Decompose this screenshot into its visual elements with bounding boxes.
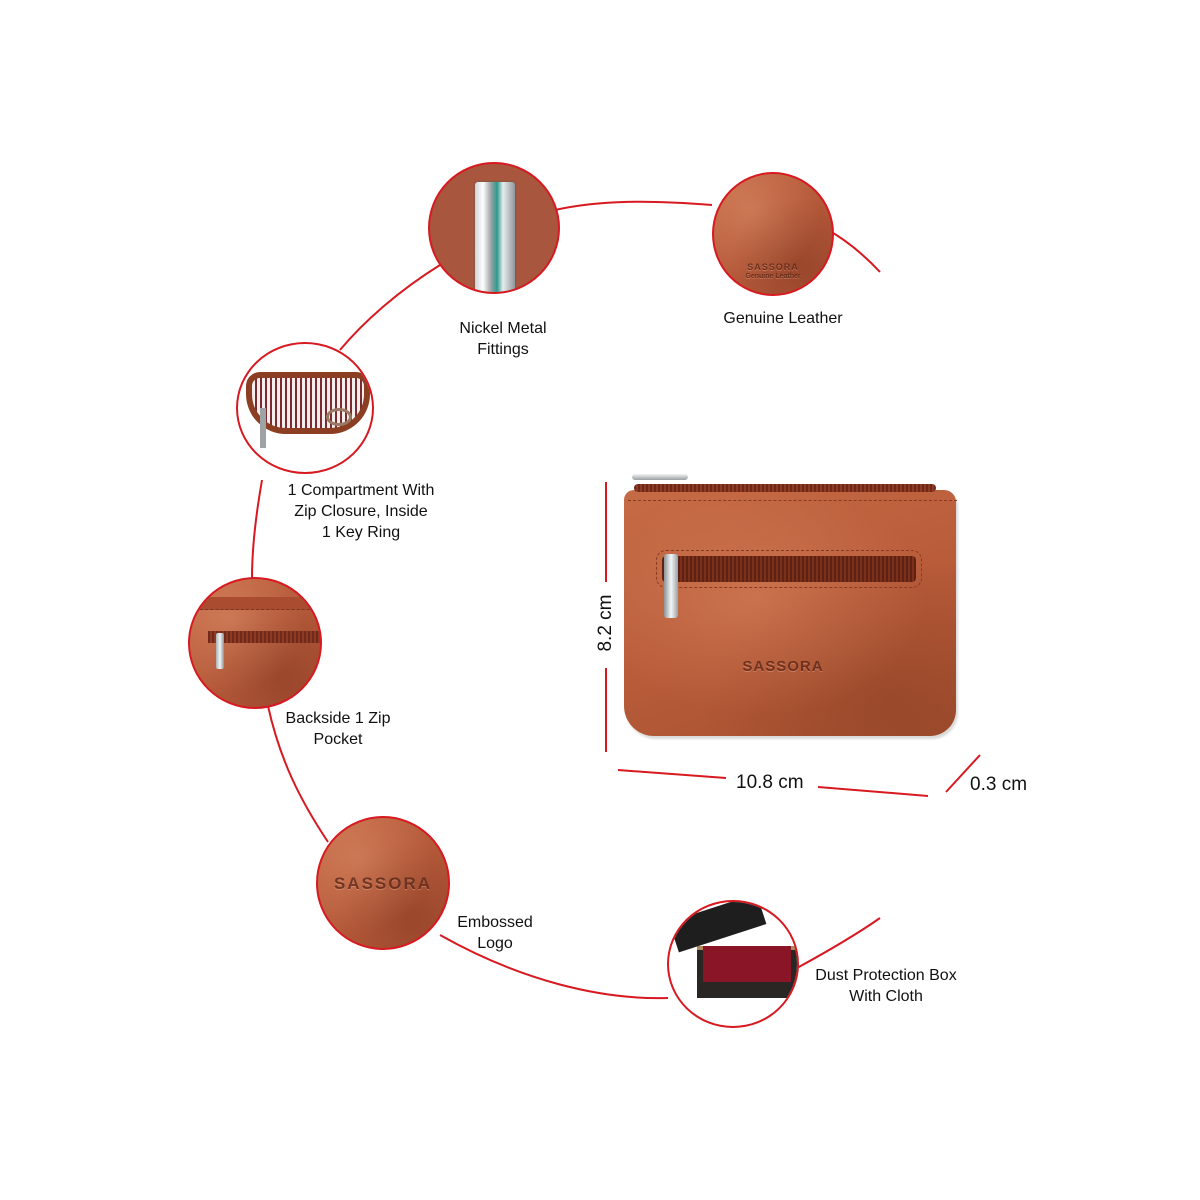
feature-label-nickel-fittings: Nickel Metal Fittings bbox=[430, 318, 576, 360]
zip-pocket-icon bbox=[208, 631, 320, 643]
emboss-genuine-leather: Genuine Leather bbox=[745, 273, 801, 280]
product-logo: SASSORA bbox=[742, 658, 824, 675]
top-seam bbox=[190, 597, 320, 610]
top-zipper bbox=[634, 484, 936, 492]
feature-label-compartment: 1 Compartment With Zip Closure, Inside 1… bbox=[272, 480, 450, 543]
feature-label-backside-pocket: Backside 1 Zip Pocket bbox=[270, 708, 406, 750]
emboss-brand: SASSORA bbox=[747, 262, 799, 272]
label-line: With Cloth bbox=[849, 988, 923, 1005]
label-line: Logo bbox=[477, 935, 513, 952]
feature-label-dust-box: Dust Protection Box With Cloth bbox=[800, 965, 972, 1007]
feature-bubble-genuine-leather: SASSORA Genuine Leather bbox=[712, 172, 834, 296]
cloth-icon bbox=[703, 946, 791, 982]
emboss-brand: SASSORA bbox=[333, 874, 433, 893]
product-image-coin-pouch: SASSORA bbox=[620, 474, 965, 745]
label-line: Zip Closure, Inside bbox=[294, 503, 428, 520]
height-dimension: 8.2 cm bbox=[595, 594, 616, 652]
key-ring-icon bbox=[326, 408, 352, 426]
feature-bubble-compartment bbox=[236, 342, 374, 474]
label-line: Embossed bbox=[457, 914, 533, 931]
feature-label-embossed-logo: Embossed Logo bbox=[440, 912, 550, 954]
label-line: Fittings bbox=[477, 341, 529, 358]
feature-bubble-backside-pocket bbox=[188, 577, 322, 709]
label-line: 1 Compartment With bbox=[287, 482, 435, 499]
feature-label-genuine-leather: Genuine Leather bbox=[700, 308, 866, 329]
front-zip-pocket bbox=[656, 550, 922, 588]
top-stitch-line bbox=[628, 500, 957, 501]
label-line: Genuine Leather bbox=[723, 310, 843, 327]
label-line: 1 Key Ring bbox=[321, 524, 401, 541]
depth-dimension: 0.3 cm bbox=[970, 774, 1028, 795]
feature-bubble-dust-box bbox=[667, 900, 799, 1028]
zip-pull-icon bbox=[260, 408, 266, 448]
front-zip-pull-icon bbox=[664, 554, 678, 618]
label-line: Dust Protection Box bbox=[815, 967, 957, 984]
label-line: Backside 1 Zip bbox=[285, 710, 391, 727]
width-dimension: 10.8 cm bbox=[736, 772, 804, 793]
pouch-body bbox=[624, 490, 956, 736]
open-compartment-icon bbox=[246, 372, 370, 434]
top-zip-pull-icon bbox=[632, 474, 688, 480]
feature-bubble-embossed-logo: SASSORA bbox=[316, 816, 450, 950]
label-line: Nickel Metal bbox=[459, 320, 547, 337]
label-line: Pocket bbox=[313, 731, 363, 748]
zip-pull-icon bbox=[216, 633, 224, 669]
feature-bubble-nickel-fittings bbox=[428, 162, 560, 294]
metal-fitting-icon bbox=[475, 182, 515, 292]
